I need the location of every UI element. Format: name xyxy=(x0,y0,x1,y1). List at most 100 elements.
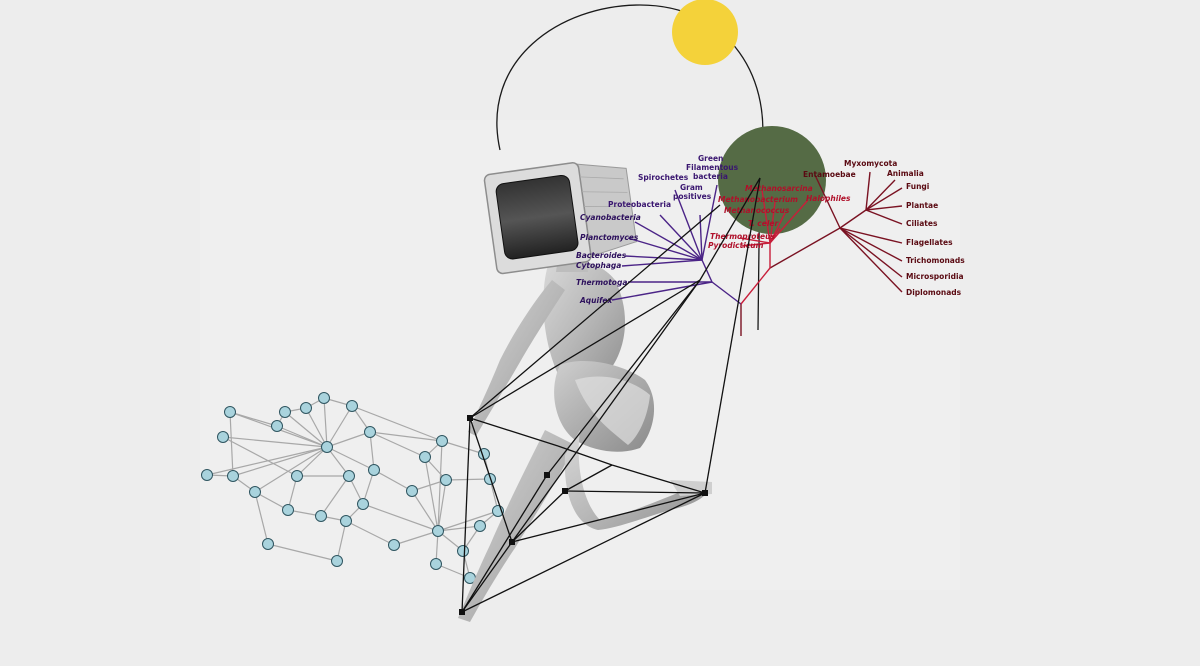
network-node xyxy=(282,504,294,516)
tree-label: Methanococcus xyxy=(724,206,790,215)
tree-label: Animalia xyxy=(887,169,924,178)
network-node xyxy=(300,402,312,414)
tree-label: Myxomycota xyxy=(844,159,897,168)
network-node xyxy=(357,498,369,510)
network-edge xyxy=(437,440,443,532)
tree-label: Trichomonads xyxy=(906,256,965,265)
tree-label: positives xyxy=(673,192,712,201)
network-edge xyxy=(326,446,375,471)
network-edge xyxy=(326,446,350,477)
network-edge xyxy=(437,510,499,532)
bacteria-label-group: Green Filamentous bacteria Spirochetes G… xyxy=(576,154,739,305)
skeleton-joints xyxy=(459,415,708,615)
tree-label: Filamentous xyxy=(686,163,739,172)
network-node xyxy=(432,525,444,537)
network-edge xyxy=(222,436,328,448)
network-edge xyxy=(345,520,395,546)
green-disc-icon xyxy=(718,126,826,234)
network-edge xyxy=(373,469,413,492)
tree-label: Cytophaga xyxy=(576,261,621,270)
network-edge xyxy=(326,431,371,448)
tree-label: Green xyxy=(698,154,723,163)
network-edge xyxy=(437,479,447,532)
tree-label: Bacteroides xyxy=(576,251,627,260)
skeleton-wireframe xyxy=(461,177,761,613)
tree-label: Methanosarcina xyxy=(745,184,813,193)
network-node xyxy=(343,470,355,482)
network-node xyxy=(279,406,291,418)
tree-label: Pyrodicticum xyxy=(708,241,764,250)
network-node xyxy=(224,406,236,418)
network-node xyxy=(364,426,376,438)
network-edge xyxy=(435,563,471,579)
black-arc-line xyxy=(496,4,764,331)
network-edge xyxy=(206,446,328,476)
network-node xyxy=(331,555,343,567)
tree-label: Halophiles xyxy=(806,194,851,203)
tree-label: Entamoebae xyxy=(803,170,856,179)
network-edge xyxy=(369,431,443,442)
network-edge xyxy=(411,490,439,532)
tree-label: Fungi xyxy=(906,182,929,191)
tree-label: Ciliates xyxy=(906,219,938,228)
network-node xyxy=(217,431,229,443)
network-node xyxy=(262,538,274,550)
network-edge xyxy=(336,520,347,562)
network-edge xyxy=(254,446,328,493)
network-node xyxy=(457,545,469,557)
network-node xyxy=(419,451,431,463)
eukarya-label-group: Entamoebae Myxomycota Animalia Fungi Pla… xyxy=(803,159,965,297)
network-edge xyxy=(351,405,443,442)
network-edge xyxy=(305,407,328,448)
network-graph-icon xyxy=(201,392,504,584)
network-node xyxy=(406,485,418,497)
network-edge xyxy=(232,446,328,477)
network-node xyxy=(318,392,330,404)
network-node xyxy=(271,420,283,432)
archaea-label-group: Methanosarcina Methanobacterium Methanoc… xyxy=(708,184,851,250)
network-node xyxy=(436,435,448,447)
network-edge xyxy=(254,491,289,511)
network-edge xyxy=(369,431,426,458)
network-node xyxy=(321,441,333,453)
tree-label: Gram xyxy=(680,183,703,192)
network-edge xyxy=(369,431,375,471)
tree-label: Thermoproteus xyxy=(710,232,775,241)
network-edge xyxy=(393,530,439,546)
network-node xyxy=(474,520,486,532)
network-edge xyxy=(254,491,269,545)
network-node xyxy=(201,469,213,481)
tree-label: Aquifex xyxy=(579,296,613,305)
network-edge xyxy=(441,440,485,455)
network-node xyxy=(388,539,400,551)
sun-circle-icon xyxy=(672,0,738,65)
network-edge xyxy=(222,436,298,477)
tree-label: Proteobacteria xyxy=(608,200,671,209)
tree-label: Planctomyces xyxy=(580,233,639,242)
tree-label: bacteria xyxy=(693,172,728,181)
network-edge xyxy=(229,411,234,477)
network-edge xyxy=(229,411,278,427)
network-node xyxy=(315,510,327,522)
network-edge xyxy=(296,446,328,477)
tree-label: Thermotoga xyxy=(576,278,627,287)
network-edge xyxy=(424,456,439,532)
network-node xyxy=(368,464,380,476)
tree-label: Cyanobacteria xyxy=(580,213,641,222)
tree-label: T. celer xyxy=(748,219,779,228)
network-edge xyxy=(362,503,439,532)
tree-label: Methanobacterium xyxy=(718,195,798,204)
network-node xyxy=(340,515,352,527)
network-node xyxy=(291,470,303,482)
tree-label: Spirochetes xyxy=(638,173,689,182)
network-edge xyxy=(323,397,328,448)
tree-label: Flagellates xyxy=(906,238,953,247)
network-edge xyxy=(284,411,328,448)
network-edge xyxy=(437,525,481,532)
crt-monitor-icon xyxy=(483,162,638,275)
network-edge xyxy=(326,405,353,448)
network-node xyxy=(440,474,452,486)
network-edge xyxy=(267,543,338,562)
